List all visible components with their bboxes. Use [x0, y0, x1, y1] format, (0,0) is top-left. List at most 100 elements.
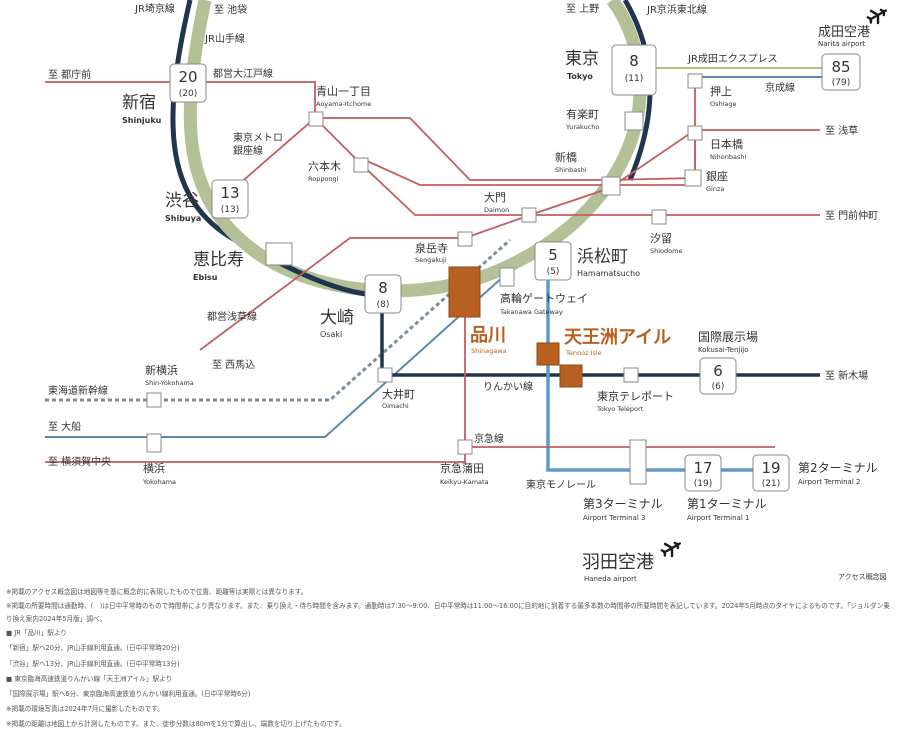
node-shinagawa[interactable] — [448, 266, 481, 318]
hamamatsucho-minutes-alt: (5) — [547, 267, 560, 277]
narita-time-box[interactable]: 85 (79) — [821, 53, 861, 91]
asakusa-line — [199, 77, 696, 351]
node-shinyokohama[interactable] — [146, 392, 162, 408]
kokusai-time-box[interactable]: 6 (6) — [699, 357, 737, 395]
tokyo-en: Tokyo — [567, 72, 593, 81]
node-daimon[interactable] — [521, 207, 537, 223]
shiodome-en: Shiodome — [650, 247, 682, 255]
tennozu-en: Tennoz Isle — [565, 349, 602, 357]
footnote-line: ※掲載の環境写真は2024年7月に撮影したものです。 — [6, 705, 164, 714]
direction-ikebukuro: 至 池袋 — [214, 3, 247, 16]
t1-minutes: 17 — [693, 459, 712, 477]
direction-nishimagome: 至 西馬込 — [212, 359, 255, 371]
node-aoyama[interactable] — [308, 111, 324, 127]
keihin-tohoku-line-label: JR京浜東北線 — [646, 3, 707, 16]
node-shiodome[interactable] — [651, 209, 667, 225]
shibuya-label: 渋谷 — [165, 191, 199, 211]
tokaido-shinkansen-line — [45, 238, 511, 402]
node-oshiage[interactable] — [687, 73, 703, 89]
hamamatsucho-time-box[interactable]: 5 (5) — [534, 241, 572, 281]
node-ginza[interactable] — [684, 169, 702, 187]
yamanote-line-label: JR山手線 — [204, 32, 245, 45]
node-oimachi[interactable] — [377, 367, 393, 383]
shinagawa-label: 品川 — [470, 325, 506, 346]
oimachi-en: Oimachi — [382, 402, 409, 410]
node-ebisu[interactable] — [265, 242, 293, 266]
node-tennozu-a[interactable] — [536, 342, 560, 366]
t1-time-box[interactable]: 17 (19) — [684, 454, 722, 492]
kokusai-en: Kokusai-Tenjijo — [698, 346, 749, 354]
direction-ofuna: 至 大船 — [48, 420, 81, 433]
shibuya-minutes: 13 — [220, 184, 239, 202]
tokaido-line-to-ofuna — [45, 274, 506, 438]
footnote-line: 「国際展示場」駅へ6分、東京臨海高速鉄道りんかい線利用直通。(日中平常時6分) — [6, 690, 251, 699]
osaki-label: 大崎 — [320, 308, 354, 328]
oshiage-en: Oshiage — [710, 100, 737, 108]
shibuya-minutes-alt: (13) — [221, 205, 239, 215]
takanawa-en: Takanawa Gateway — [499, 308, 563, 316]
yokohama-en: Yokohama — [142, 478, 176, 486]
footnote-line: ※掲載の距離は地図上から計測したものです。また、徒歩分数は80mを1分で算出し、… — [6, 720, 346, 729]
node-takanawa[interactable] — [499, 267, 515, 287]
tokaido-shinkansen-label: 東海道新幹線 — [48, 384, 108, 397]
t1-minutes-alt: (19) — [694, 479, 712, 489]
t1-en: Airport Terminal 1 — [687, 514, 749, 522]
node-roppongi[interactable] — [353, 157, 369, 173]
oimachi-label: 大井町 — [382, 387, 415, 401]
shinjuku-en: Shinjuku — [122, 116, 162, 125]
t2-label: 第2ターミナル — [798, 461, 878, 475]
osaki-time-box[interactable]: 8 (8) — [364, 274, 402, 314]
t2-time-box[interactable]: 19 (21) — [752, 454, 790, 492]
direction-ueno: 至 上野 — [566, 3, 599, 15]
shinyokohama-en: Shin-Yokohama — [145, 379, 194, 387]
node-nihonbashi[interactable] — [687, 125, 703, 141]
node-shinbashi[interactable] — [601, 176, 621, 196]
shinjuku-time-box[interactable]: 20 (20) — [169, 63, 207, 103]
tokyo-label: 東京 — [565, 49, 599, 69]
shinbashi-en: Shinbashi — [555, 166, 587, 174]
osaki-minutes-alt: (8) — [377, 300, 390, 310]
node-sengakuji[interactable] — [457, 231, 473, 247]
t3-label: 第3ターミナル — [583, 497, 663, 511]
osaki-minutes: 8 — [378, 279, 388, 297]
monzen-line — [359, 162, 820, 216]
hamamatsucho-en: Hamamatsucho — [577, 269, 640, 278]
monorail-line-label: 東京モノレール — [526, 478, 596, 491]
direction-asakusa: 至 浅草 — [825, 124, 858, 137]
kokusai-minutes: 6 — [713, 362, 723, 380]
map-caption: アクセス概念図 — [838, 572, 887, 581]
node-yokohama[interactable] — [146, 433, 162, 453]
ebisu-label: 恵比寿 — [193, 250, 244, 270]
tokyo-time-box[interactable]: 8 (11) — [611, 44, 657, 96]
shinagawa-en: Shinagawa — [471, 347, 507, 355]
station-labels: 東京 Tokyo 新宿 Shinjuku 渋谷 Shibuya 恵比寿 Ebis… — [122, 25, 878, 583]
node-t3[interactable] — [629, 439, 647, 485]
node-yurakucho[interactable] — [624, 111, 644, 131]
narita-en: Narita airport — [818, 40, 865, 48]
aoyama-en: Aoyama-Itchome — [316, 100, 371, 108]
narita-label: 成田空港 — [818, 25, 870, 40]
narita-minutes-alt: (79) — [832, 78, 850, 88]
node-keikyukamata[interactable] — [457, 439, 473, 455]
takanawa-label: 高輪ゲートウェイ — [500, 291, 588, 305]
shinjuku-minutes-alt: (20) — [179, 89, 197, 99]
shinyokohama-label: 新横浜 — [145, 363, 178, 377]
shibuya-time-box[interactable]: 13 (13) — [211, 179, 249, 219]
footnote-line: 「新宿」駅へ20分、JR山手線利用直通。(日中平常時20分) — [6, 644, 180, 653]
keikyu-line — [45, 275, 466, 463]
time-boxes: 8 (11) 20 (20) 13 (13) 8 (8) 5 (5) 85 (7… — [169, 44, 861, 492]
node-tennozu-b[interactable] — [559, 364, 583, 388]
route-map-canvas: 8 (11) 20 (20) 13 (13) 8 (8) 5 (5) 85 (7… — [45, 0, 887, 583]
teleport-label: 東京テレポート — [597, 389, 674, 403]
osaki-en: Osaki — [320, 330, 342, 339]
narita-express-line-label: JR成田エクスプレス — [687, 53, 778, 65]
daimon-label: 大門 — [484, 190, 506, 204]
yokohama-label: 横浜 — [143, 461, 165, 475]
tennozu-label: 天王洲アイル — [564, 327, 671, 348]
t3-en: Airport Terminal 3 — [583, 514, 645, 522]
t2-minutes-alt: (21) — [762, 479, 780, 489]
footnote-line: ※掲載の所要時間は通勤時、( )は日中平常時のもので時間帯により異なります。また… — [6, 602, 890, 624]
node-teleport[interactable] — [623, 367, 639, 383]
shinjuku-minutes: 20 — [178, 68, 197, 86]
